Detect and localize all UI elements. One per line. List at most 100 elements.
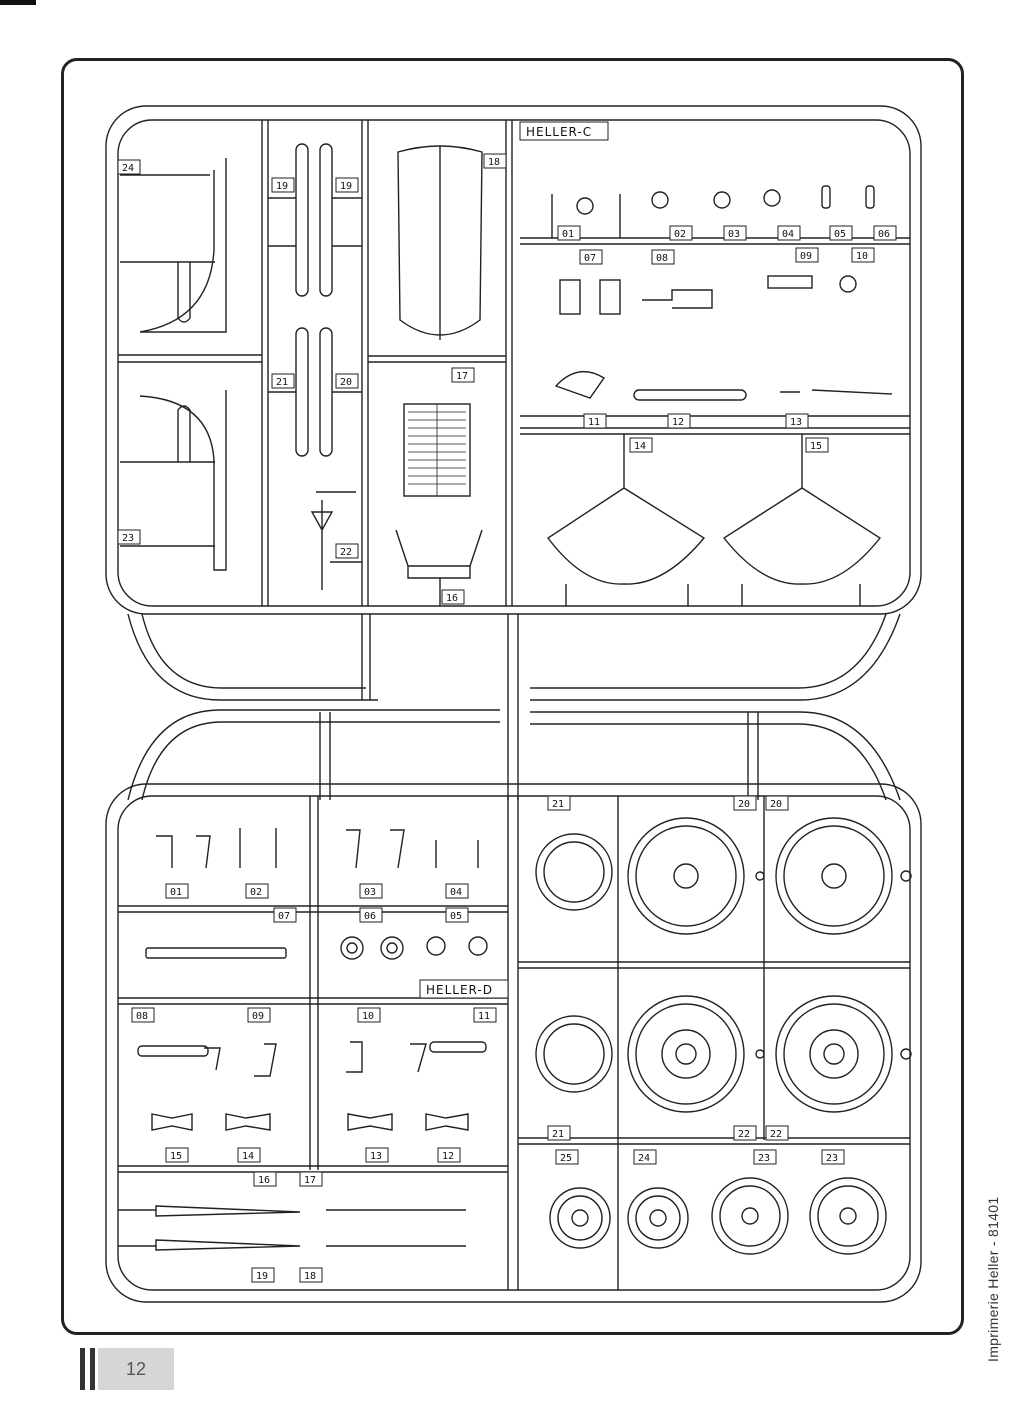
part-tag: 20 <box>733 795 757 811</box>
printer-credit: Imprimerie Heller - 81401 <box>985 1196 1001 1362</box>
svg-text:17: 17 <box>304 1175 316 1186</box>
part-tag: 21 <box>547 1125 571 1141</box>
part-tag: 04 <box>445 883 469 899</box>
wheel <box>627 1187 689 1249</box>
connector-runners <box>127 613 901 801</box>
svg-text:23: 23 <box>122 533 134 544</box>
sprue-c-labels: 24 19 19 18 01 02 03 04 05 06 07 08 09 1… <box>117 121 897 605</box>
svg-text:16: 16 <box>446 593 458 604</box>
wheel <box>711 1177 789 1255</box>
svg-text:20: 20 <box>340 377 352 388</box>
svg-text:02: 02 <box>250 887 262 898</box>
svg-text:01: 01 <box>562 229 574 240</box>
page-frame <box>61 58 964 1335</box>
part-tag: 13 <box>785 413 809 429</box>
part-tag: 09 <box>795 247 819 263</box>
svg-text:22: 22 <box>738 1129 750 1140</box>
seat-pan <box>722 487 882 585</box>
page-bar <box>80 1348 85 1390</box>
svg-text:04: 04 <box>782 229 794 240</box>
part-tag: 03 <box>359 883 383 899</box>
sprue-d-brand-tag: HELLER-D <box>419 979 509 999</box>
part-tag: 17 <box>299 1171 323 1187</box>
svg-text:04: 04 <box>450 887 462 898</box>
page-bar <box>90 1348 95 1390</box>
corner-mark <box>0 0 36 5</box>
svg-text:21: 21 <box>276 377 288 388</box>
part-tag: 20 <box>335 373 359 389</box>
sprue-d-frame <box>105 783 922 1303</box>
svg-text:22: 22 <box>340 547 352 558</box>
sprue-d-labels: 01 02 07 03 04 06 05 08 09 10 11 15 14 1… <box>131 795 845 1283</box>
part-tag: 23 <box>753 1149 777 1165</box>
sprue-d-inner-frame <box>117 795 911 1291</box>
part-tag: 15 <box>805 437 829 453</box>
svg-text:02: 02 <box>674 229 686 240</box>
part-tag: 24 <box>633 1149 657 1165</box>
part-tag: 05 <box>829 225 853 241</box>
svg-text:08: 08 <box>656 253 668 264</box>
svg-text:07: 07 <box>278 911 290 922</box>
seat-pan <box>546 487 706 585</box>
part-tag: 18 <box>299 1267 323 1283</box>
svg-text:09: 09 <box>252 1011 264 1022</box>
svg-text:14: 14 <box>634 441 646 452</box>
svg-text:11: 11 <box>588 417 600 428</box>
wheel <box>809 1177 887 1255</box>
part-tag: 10 <box>851 247 875 263</box>
svg-text:18: 18 <box>304 1271 316 1282</box>
sprue-c-brand-tag: HELLER-C <box>519 121 609 141</box>
svg-text:03: 03 <box>364 887 376 898</box>
svg-text:19: 19 <box>256 1271 268 1282</box>
part-tag: 02 <box>669 225 693 241</box>
svg-text:01: 01 <box>170 887 182 898</box>
svg-text:13: 13 <box>790 417 802 428</box>
part-tag: 04 <box>777 225 801 241</box>
svg-text:25: 25 <box>560 1153 572 1164</box>
svg-text:15: 15 <box>810 441 822 452</box>
part-tag: 22 <box>733 1125 757 1141</box>
part-tag: 23 <box>117 529 141 545</box>
part-tag: 24 <box>117 159 141 175</box>
svg-text:12: 12 <box>442 1151 454 1162</box>
svg-text:15: 15 <box>170 1151 182 1162</box>
part-tag: 17 <box>451 367 475 383</box>
part-tag: 23 <box>821 1149 845 1165</box>
part-tag: 14 <box>237 1147 261 1163</box>
fender-part <box>139 158 227 333</box>
svg-text:07: 07 <box>584 253 596 264</box>
svg-text:21: 21 <box>552 799 564 810</box>
svg-text:16: 16 <box>258 1175 270 1186</box>
svg-text:20: 20 <box>738 799 750 810</box>
svg-text:20: 20 <box>770 799 782 810</box>
svg-text:24: 24 <box>122 163 134 174</box>
svg-text:06: 06 <box>878 229 890 240</box>
part-tag: 21 <box>547 795 571 811</box>
part-tag: 09 <box>247 1007 271 1023</box>
fender-part <box>139 390 227 571</box>
part-tag: 08 <box>131 1007 155 1023</box>
part-tag: 22 <box>335 543 359 559</box>
svg-text:08: 08 <box>136 1011 148 1022</box>
svg-text:05: 05 <box>450 911 462 922</box>
part-tag: 20 <box>765 795 789 811</box>
sprue-c-frame <box>105 105 922 615</box>
page-number-box <box>98 1348 174 1390</box>
svg-text:13: 13 <box>370 1151 382 1162</box>
svg-text:23: 23 <box>758 1153 770 1164</box>
part-tag: 12 <box>667 413 691 429</box>
svg-text:19: 19 <box>276 181 288 192</box>
svg-text:21: 21 <box>552 1129 564 1140</box>
svg-text:17: 17 <box>456 371 468 382</box>
part-tag: 07 <box>273 907 297 923</box>
part-tag: 14 <box>629 437 653 453</box>
wheel <box>775 995 893 1113</box>
wheel <box>549 1187 611 1249</box>
svg-text:05: 05 <box>834 229 846 240</box>
drawbar-part <box>155 1205 301 1251</box>
part-tag: 16 <box>441 589 465 605</box>
part-tag: 12 <box>437 1147 461 1163</box>
part-tag: 22 <box>765 1125 789 1141</box>
svg-text:03: 03 <box>728 229 740 240</box>
part-tag: 13 <box>365 1147 389 1163</box>
